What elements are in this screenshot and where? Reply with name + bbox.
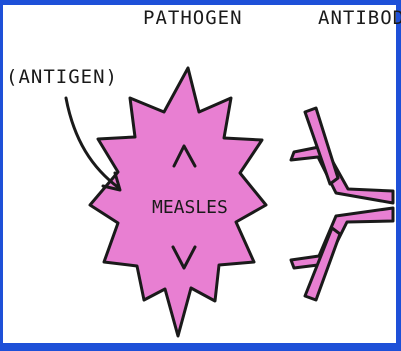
- antibody-upper-arm: [291, 146, 393, 203]
- frame-right-border: [396, 0, 401, 351]
- antibody-label: ANTIBODY: [318, 9, 401, 28]
- measles-label: MEASLES: [152, 199, 228, 217]
- frame-top-border: [0, 0, 401, 5]
- antibody-upper-light-chain: [305, 108, 338, 184]
- antibody-molecule: [291, 108, 393, 300]
- frame-left-border: [0, 0, 3, 351]
- antibody-lower-arm: [291, 208, 393, 268]
- frame-bottom-border: [0, 343, 401, 351]
- antigen-label: (ANTIGEN): [6, 68, 118, 87]
- pathogen-label: PATHOGEN: [143, 9, 243, 28]
